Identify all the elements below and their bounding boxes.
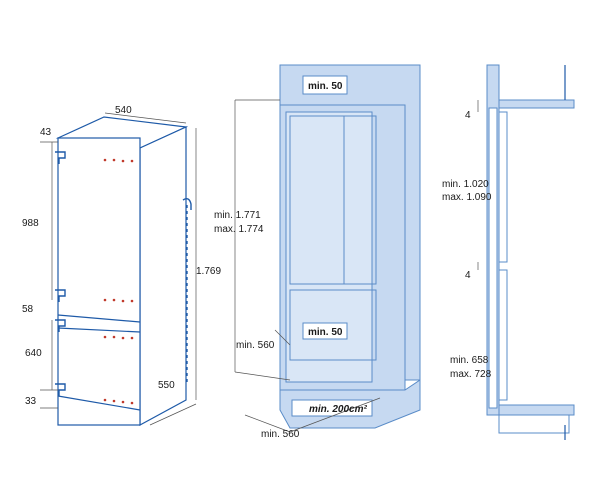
upper-door-section [498, 111, 508, 263]
upper-min-label: min. 1.020 [442, 179, 489, 190]
section-bottom-shelf [498, 404, 575, 416]
lower-max-label: max. 728 [450, 369, 492, 380]
decor-panel-section [488, 107, 498, 409]
depth-min-label: min. 560 [236, 340, 275, 351]
top-offset-label: 43 [40, 127, 52, 138]
dim-line-width-2 [289, 397, 381, 433]
width-min-label: min. 560 [261, 429, 300, 440]
hinge-icon [55, 319, 66, 332]
inner-min-label: min. 50 [308, 327, 343, 338]
dim-line-width [244, 414, 291, 433]
dim-tick [234, 371, 291, 381]
hinge-icon [55, 289, 66, 302]
gap-label: 58 [22, 304, 34, 315]
dim-line-540 [104, 112, 187, 124]
lower-min-label: min. 658 [450, 355, 489, 366]
inner-vent [302, 322, 348, 340]
door-split [57, 314, 141, 323]
appliance-front-face [57, 137, 141, 426]
depth-label: 550 [158, 380, 175, 391]
hinge-icon [55, 383, 66, 396]
upper-door-label: 988 [22, 218, 39, 229]
inner-lower [289, 289, 377, 361]
top-vent-label: min. 50 [308, 81, 343, 92]
hinge-icon [55, 151, 66, 164]
appliance-view: 540 43 988 58 640 33 1.769 550 [22, 105, 221, 427]
width-label: 540 [115, 105, 132, 116]
mid-gap-label: 4 [465, 270, 471, 281]
niche-opening [285, 111, 373, 383]
section-view: 4 min. 1.020 max. 1.090 4 min. 658 max. … [442, 64, 575, 440]
bottom-line [57, 395, 141, 411]
side-rail-hook [182, 197, 192, 210]
lower-door-section [498, 269, 508, 401]
cabinet-view: min. 50 min. 1.771 max. 1.774 min. 50 mi… [214, 64, 421, 440]
door-split-2 [57, 327, 141, 333]
top-vent [302, 75, 348, 95]
dim-line-depth [274, 329, 291, 346]
niche-height-min-label: min. 1.771 [214, 210, 261, 221]
vent-area-label: min. 200cm² [309, 404, 367, 415]
inner-upper [289, 115, 377, 285]
niche-height-max-label: max. 1.774 [214, 224, 264, 235]
top-gap-label: 4 [465, 110, 471, 121]
upper-max-label: max. 1.090 [442, 192, 492, 203]
lower-door-label: 640 [25, 348, 42, 359]
hinge-dots [103, 158, 134, 405]
height-label: 1.769 [196, 266, 221, 277]
section-top-shelf [498, 99, 575, 109]
dim-line-550 [149, 403, 197, 426]
section-plinth [498, 414, 570, 434]
bottom-label: 33 [25, 396, 37, 407]
